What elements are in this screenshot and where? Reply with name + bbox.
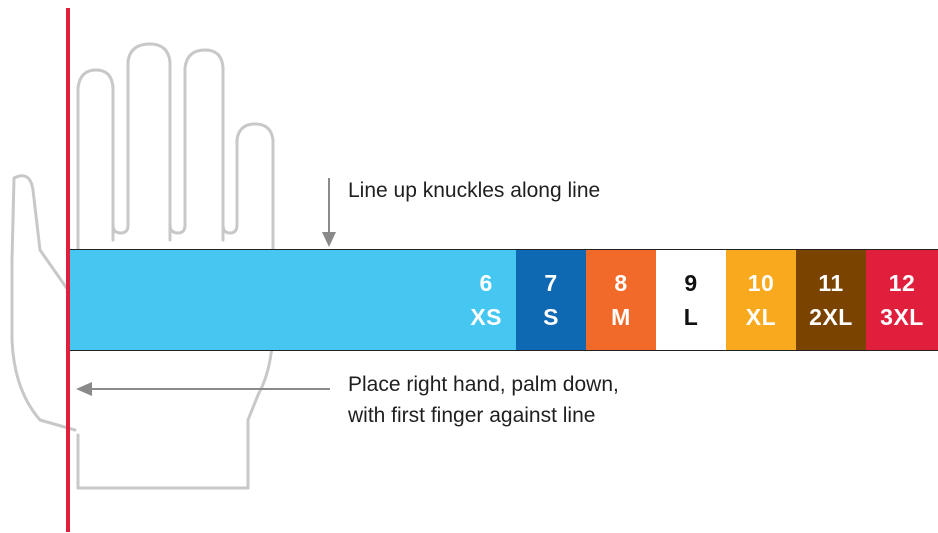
palm-instruction-line-1: Place right hand, palm down,	[348, 373, 619, 396]
size-label: XL	[745, 304, 777, 330]
size-label: 2XL	[809, 304, 853, 330]
finger-guide-line	[66, 8, 70, 532]
size-segment-m: 8 M	[586, 250, 656, 350]
ring-finger-outline	[183, 48, 239, 235]
size-segment-xs: 6 XS	[70, 250, 516, 350]
size-number: 9	[684, 270, 698, 296]
size-segment-xl: 10 XL	[726, 250, 796, 350]
thumb-outline	[10, 174, 77, 432]
palm-instruction: Place right hand, palm down, with first …	[348, 369, 619, 431]
size-number: 10	[747, 270, 775, 296]
size-segment-s: 7 S	[516, 250, 586, 350]
index-finger-outline	[76, 68, 130, 252]
size-segment-2xl: 11 2XL	[796, 250, 866, 350]
size-number: 8	[614, 270, 628, 296]
size-segment-3xl: 12 3XL	[866, 250, 938, 350]
measuring-band: 6 XS 7 S 8 M 9 L 10 XL 11 2XL 12 3XL	[70, 249, 938, 351]
left-arrow	[76, 382, 330, 396]
down-arrow	[322, 178, 336, 247]
size-label: 3XL	[880, 304, 924, 330]
size-number: 12	[888, 270, 916, 296]
size-label: M	[611, 304, 631, 330]
size-label: L	[683, 304, 699, 330]
middle-finger-outline	[126, 42, 187, 235]
size-label: S	[543, 304, 559, 330]
palm-instruction-line-2: with first finger against line	[348, 404, 596, 427]
size-number: 6	[479, 270, 493, 296]
size-segment-l: 9 L	[656, 250, 726, 350]
size-number: 11	[818, 270, 844, 296]
size-number: 7	[544, 270, 558, 296]
knuckles-instruction: Line up knuckles along line	[348, 179, 601, 202]
size-label: XS	[470, 304, 502, 330]
